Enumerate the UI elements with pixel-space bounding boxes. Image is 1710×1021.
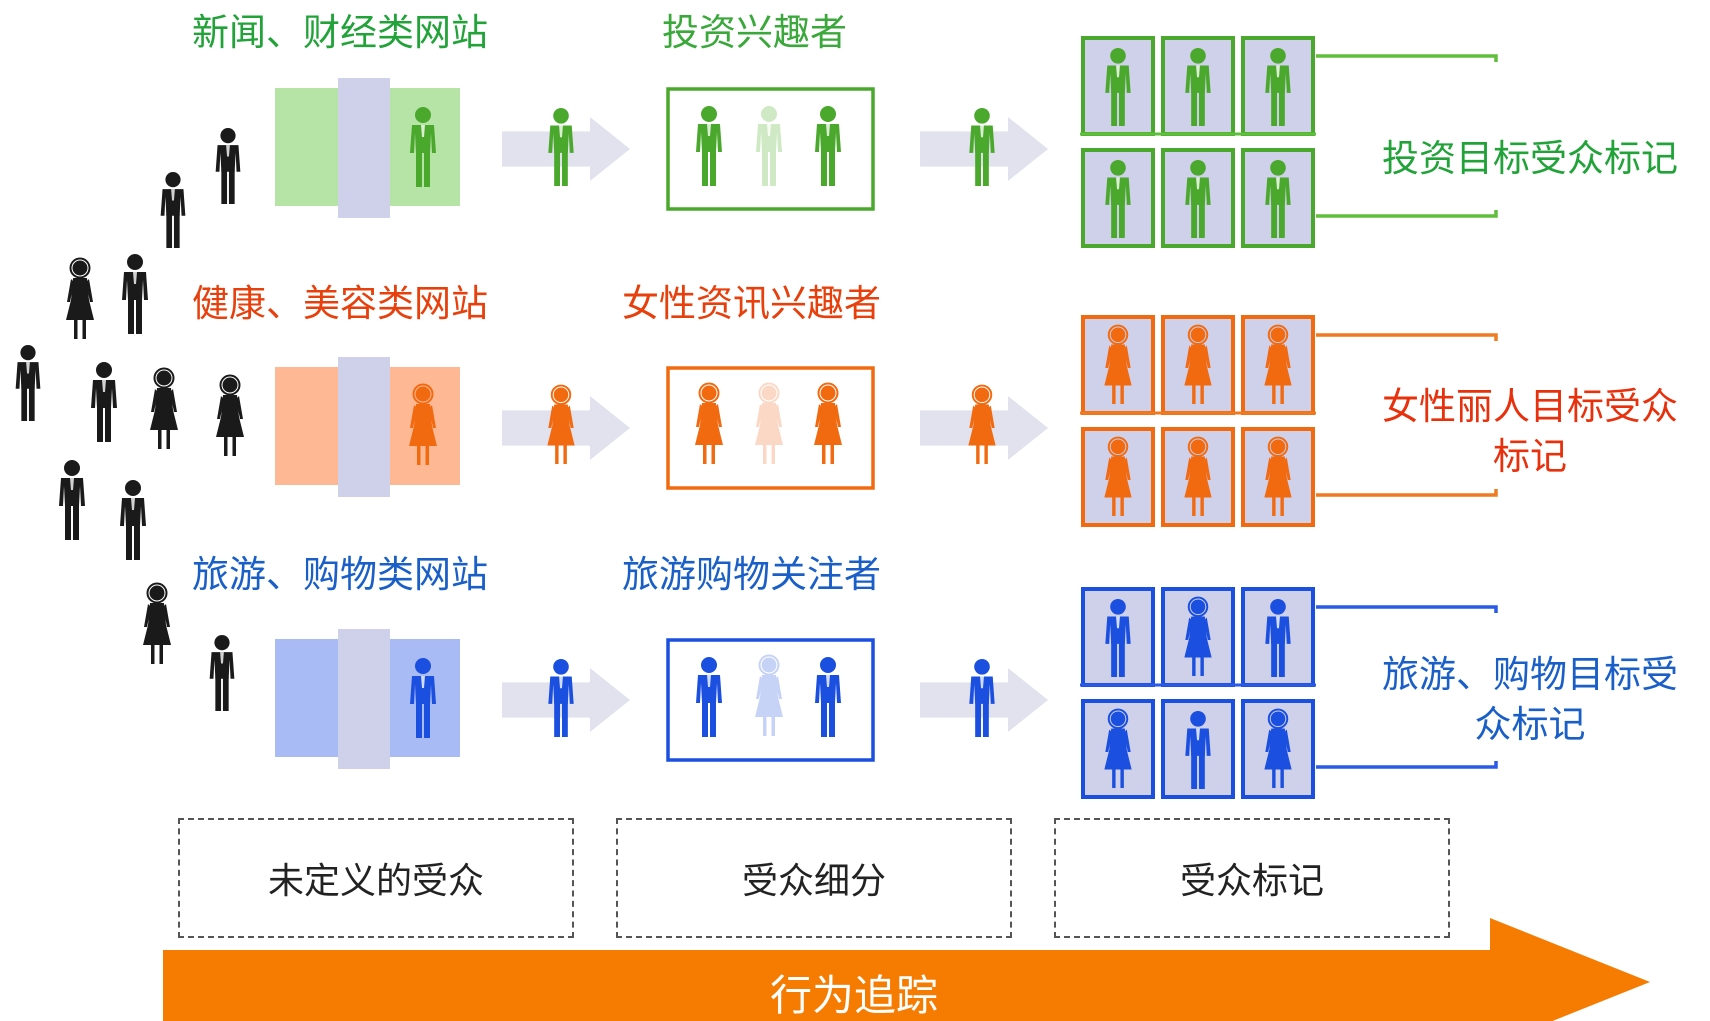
stage-segmentation: 受众细分 [616, 818, 1012, 938]
crowd-person-icon [59, 460, 85, 540]
tagged-person-icon [1104, 708, 1132, 789]
stage-undefined-audience: 未定义的受众 [178, 818, 574, 938]
tagged-person-icon [1105, 48, 1131, 126]
filtered-person-icon [410, 658, 436, 738]
segment-row-3 [275, 587, 1498, 799]
tagged-person-icon [1184, 596, 1212, 677]
target-bracket [1316, 54, 1498, 218]
crowd-person-icon [216, 374, 244, 456]
crowd-person-icon [120, 480, 146, 560]
row-3-target-label: 旅游、购物目标受众标记 [1382, 653, 1678, 746]
tagged-person-icon [1185, 160, 1211, 238]
faded-person-icon [755, 382, 783, 464]
segment-row-1 [275, 36, 1498, 248]
moving-person-icon [969, 659, 995, 737]
moving-person-icon [548, 659, 574, 737]
faded-person-icon [756, 106, 782, 186]
interest-person-icon [696, 657, 722, 737]
tagged-person-icon [1265, 48, 1291, 126]
row-1-target-label: 投资目标受众标记 [1382, 137, 1678, 180]
row-1-site-label: 新闻、财经类网站 [192, 11, 488, 54]
filter-band [338, 78, 390, 218]
crowd-person-icon [215, 128, 241, 204]
interest-person-icon [815, 657, 841, 737]
filter-band [338, 629, 390, 769]
interest-person-icon [695, 382, 723, 464]
stage-tagging: 受众标记 [1054, 818, 1450, 938]
tagged-person-icon [1105, 599, 1131, 677]
interest-person-icon [815, 106, 841, 186]
crowd-person-icon [150, 367, 178, 449]
segment-row-2 [275, 315, 1498, 527]
tagged-person-icon [1185, 48, 1211, 126]
behavior-tracking-arrow [163, 918, 1650, 1021]
arrow-label: 行为追踪 [770, 971, 939, 1020]
crowd-person-icon [122, 254, 148, 334]
moving-person-icon [968, 384, 996, 465]
crowd-person-icon [143, 582, 171, 664]
interest-person-icon [696, 106, 722, 186]
filtered-person-icon [410, 107, 436, 187]
moving-person-icon [969, 108, 995, 186]
segment-rows [275, 36, 1498, 799]
tagged-person-icon [1265, 160, 1291, 238]
crowd-person-icon [15, 345, 41, 421]
target-bracket [1316, 333, 1498, 497]
tagged-person-icon [1184, 324, 1212, 405]
row-2-target-label: 女性丽人目标受众标记 [1382, 385, 1678, 478]
tagged-person-icon [1184, 436, 1212, 517]
behavior-tracking-arrow-shape [163, 918, 1650, 1021]
row-3-site-label: 旅游、购物类网站 [192, 553, 488, 596]
tagged-person-icon [1185, 711, 1211, 789]
crowd-person-icon [91, 362, 117, 442]
row-1-interest-label: 投资兴趣者 [662, 11, 847, 54]
tagged-person-icon [1265, 599, 1291, 677]
tagged-person-icon [1264, 708, 1292, 789]
moving-person-icon [547, 384, 575, 465]
undefined-audience-crowd [15, 128, 244, 711]
tagged-person-icon [1104, 436, 1132, 517]
row-3-interest-label: 旅游购物关注者 [622, 553, 881, 596]
crowd-person-icon [160, 172, 186, 248]
filter-band [338, 357, 390, 497]
tagged-person-icon [1104, 324, 1132, 405]
tagged-person-icon [1264, 436, 1292, 517]
moving-person-icon [548, 108, 574, 186]
target-bracket [1316, 605, 1498, 769]
crowd-person-icon [209, 635, 235, 711]
row-2-site-label: 健康、美容类网站 [192, 282, 488, 325]
tagged-person-icon [1105, 160, 1131, 238]
faded-person-icon [755, 654, 783, 736]
tagged-person-icon [1264, 324, 1292, 405]
interest-person-icon [814, 382, 842, 464]
crowd-person-icon [66, 257, 94, 339]
filtered-person-icon [409, 383, 437, 465]
row-2-interest-label: 女性资讯兴趣者 [622, 282, 881, 325]
